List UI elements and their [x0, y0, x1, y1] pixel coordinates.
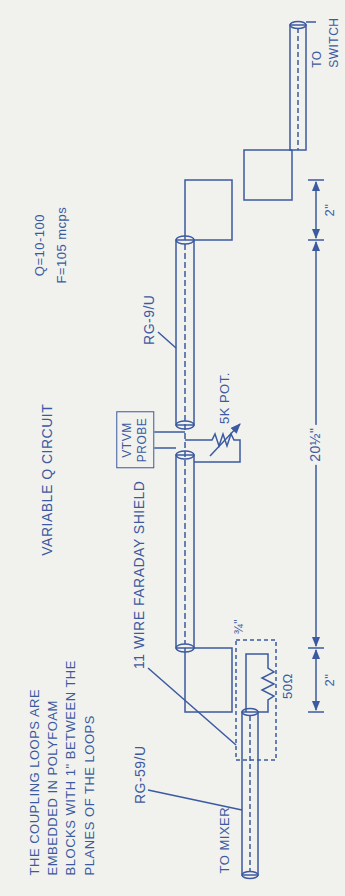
- dimension-label: 2": [322, 204, 338, 217]
- switch-coax: [290, 22, 316, 151]
- cable-destination: TO MIXER: [217, 807, 233, 874]
- probe-box: VTVM PROBE: [116, 412, 154, 469]
- spec-note: F=105 mcps: [54, 207, 70, 284]
- coax-end: [176, 236, 194, 244]
- pot-value: 5K POT.: [217, 372, 233, 424]
- construction-note: THE COUPLING LOOPS ARE EMBEDDED IN POLYF…: [26, 645, 99, 875]
- extension-line: [308, 711, 324, 713]
- cable-type: RG-59/U: [131, 745, 149, 804]
- circuit-title: VARIABLE Q CIRCUIT: [39, 404, 57, 556]
- cable-destination: TO SWITCH: [309, 12, 343, 68]
- leader-line: [158, 332, 176, 348]
- extension-line: [308, 179, 324, 181]
- loop-with-resistor: [246, 654, 274, 712]
- coax-end: [242, 872, 258, 879]
- potentiometer-symbol: [185, 424, 240, 462]
- resistor-symbol: [185, 434, 240, 462]
- center-conductor: [297, 28, 299, 150]
- coupling-loop: [185, 648, 232, 712]
- coax-end: [290, 22, 306, 29]
- box-text: VTVM PROBE: [120, 418, 150, 463]
- leader-line: [306, 21, 316, 23]
- extension-line: [308, 239, 324, 241]
- dimension-line: [315, 650, 317, 710]
- wiper-arrow: [210, 424, 240, 456]
- center-conductor: [249, 716, 251, 872]
- leader-line: [148, 668, 236, 745]
- faraday-shield: [236, 640, 276, 760]
- cable-type: RG-9/U: [141, 295, 159, 345]
- dimension-label: 2": [322, 674, 338, 687]
- coupling-loop: [244, 150, 292, 200]
- mixer-coax: [242, 654, 274, 879]
- dimension-line: [315, 182, 317, 238]
- coax-end: [242, 709, 258, 716]
- dimension-lines: [308, 180, 324, 712]
- coupling-loop: [185, 180, 232, 240]
- probe-lead: [154, 431, 185, 433]
- coax-body: [290, 25, 306, 150]
- probe-lead: [154, 447, 176, 449]
- center-conductor: [184, 244, 186, 644]
- resistor-value: 50Ω: [280, 673, 296, 699]
- extension-line: [308, 647, 324, 649]
- dimension-label: 20½": [307, 425, 325, 465]
- main-coax: [176, 180, 232, 712]
- dimension-label: ¾": [232, 618, 247, 633]
- spec-note: Q=10-100: [32, 214, 48, 276]
- coax-body: [242, 712, 258, 875]
- shield-label: 11 WIRE FARADAY SHIELD: [131, 481, 149, 669]
